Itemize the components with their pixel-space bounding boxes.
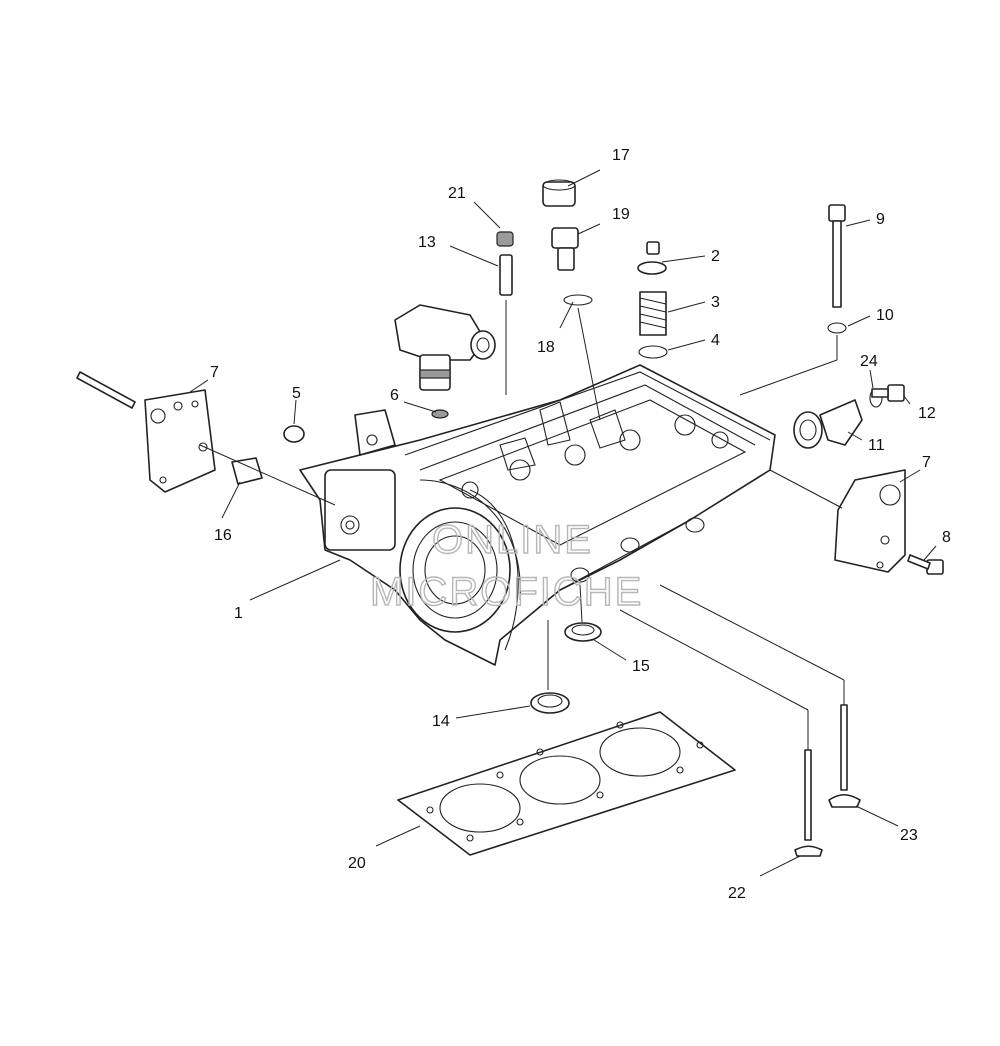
callout-9: 9 [876, 211, 885, 228]
callout-21: 21 [448, 185, 466, 202]
callout-20: 20 [348, 855, 366, 872]
part-23-valve[interactable] [828, 704, 861, 808]
callout-4: 4 [711, 332, 720, 349]
callout-18: 18 [537, 339, 555, 356]
watermark-line-2: MICROFICHE [370, 570, 643, 614]
part-22-valve[interactable] [794, 749, 823, 857]
callout-23: 23 [900, 827, 918, 844]
part-19-guide[interactable] [551, 227, 579, 271]
part-3-spring[interactable] [639, 291, 667, 336]
watermark-line-1: ONLINE [432, 518, 593, 562]
part-16-dowel[interactable] [231, 457, 263, 485]
callout-17: 17 [612, 147, 630, 164]
part-10-washer[interactable] [827, 322, 847, 334]
part-2-retainer[interactable] [637, 241, 667, 275]
long-bolt[interactable] [76, 371, 136, 409]
part-13-valve-guide[interactable] [499, 254, 513, 296]
cylinder-head[interactable] [299, 364, 776, 666]
leader-lines [189, 169, 937, 877]
callout-6: 6 [390, 387, 399, 404]
callout-19: 19 [612, 206, 630, 223]
callout-14: 14 [432, 713, 450, 730]
callout-24: 24 [860, 353, 878, 370]
callout-10: 10 [876, 307, 894, 324]
part-7-bracket-left[interactable] [144, 389, 216, 493]
callout-16: 16 [214, 527, 232, 544]
callout-11: 11 [868, 437, 885, 454]
callout-8: 8 [942, 529, 951, 546]
callout-labels: 17 19 21 13 18 2 3 4 9 10 24 12 11 7 8 5… [210, 147, 951, 902]
callout-2: 2 [711, 248, 720, 265]
callout-1: 1 [234, 605, 243, 622]
part-7-bracket-right[interactable] [834, 469, 906, 573]
callout-3: 3 [711, 294, 720, 311]
part-5-plug[interactable] [283, 425, 305, 443]
part-12-bolt[interactable] [871, 384, 905, 402]
part-21-seal[interactable] [496, 231, 514, 247]
callout-22: 22 [728, 885, 746, 902]
vvt-solenoid[interactable] [394, 304, 496, 391]
part-15-seal[interactable] [564, 622, 602, 642]
part-14-seal[interactable] [530, 692, 570, 714]
part-20-head-gasket[interactable] [397, 711, 736, 856]
callout-15: 15 [632, 658, 650, 675]
callout-5: 5 [292, 385, 301, 402]
callout-7-right: 7 [922, 454, 931, 471]
callout-13: 13 [418, 234, 436, 251]
callout-7-left: 7 [210, 364, 219, 381]
part-4-seat[interactable] [638, 345, 668, 359]
part-18-ring[interactable] [563, 294, 593, 306]
callout-12: 12 [918, 405, 936, 422]
part-17-cap[interactable] [542, 179, 576, 207]
part-11-sensor[interactable] [793, 399, 863, 449]
part-9-bolt[interactable] [828, 204, 846, 308]
part-8-bolt[interactable] [907, 554, 944, 575]
